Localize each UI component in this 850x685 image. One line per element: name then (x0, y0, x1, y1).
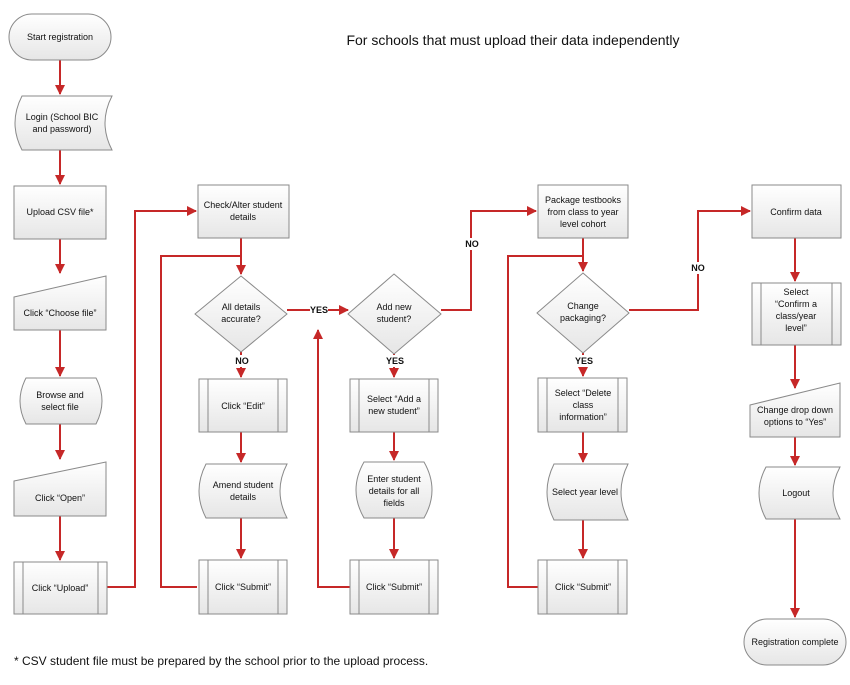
svg-text:Select year level: Select year level (552, 487, 618, 497)
svg-text:from class to year: from class to year (547, 207, 618, 217)
svg-text:Amend student: Amend student (213, 480, 274, 490)
svg-text:student?: student? (377, 314, 412, 324)
process-confirm-data: Confirm data (751, 184, 842, 239)
terminal-start-registration: Start registration (8, 13, 112, 61)
svg-text:details: details (230, 212, 257, 222)
svg-text:information”: information” (559, 412, 607, 422)
svg-text:All details: All details (222, 302, 261, 312)
no-label-change: NO (691, 263, 705, 273)
svg-text:Confirm data: Confirm data (770, 207, 822, 217)
svg-text:Change: Change (567, 301, 599, 311)
svg-text:Registration complete: Registration complete (751, 637, 838, 647)
svg-text:accurate?: accurate? (221, 314, 261, 324)
svg-text:Select: Select (783, 287, 809, 297)
manual-input-change-dropdown: Change drop down options to “Yes” (749, 382, 841, 438)
svg-text:class: class (573, 400, 594, 410)
arrow-submit-loop-3 (313, 329, 350, 588)
manual-input-open: Click “Open” (13, 461, 107, 517)
svg-text:Browse and: Browse and (36, 390, 84, 400)
yes-label-accurate: YES (310, 305, 328, 315)
predefined-process-select-confirm: Select “Confirm a class/year level” (751, 282, 842, 346)
svg-text:Click “Upload”: Click “Upload” (32, 583, 89, 593)
svg-text:Click “Submit”: Click “Submit” (215, 582, 271, 592)
display-browse-select: Browse and select file (19, 377, 103, 425)
svg-text:and password): and password) (32, 124, 91, 134)
predefined-process-submit-4: Click “Submit” (537, 559, 628, 615)
svg-text:Add new: Add new (376, 302, 412, 312)
process-check-alter-details: Check/Alter student details (197, 184, 290, 239)
svg-text:select file: select file (41, 402, 79, 412)
page-title: For schools that must upload their data … (346, 32, 679, 48)
svg-text:Change drop down: Change drop down (757, 405, 833, 415)
predefined-process-select-delete: Select “Delete class information” (537, 377, 628, 433)
manual-input-choose-file: Click “Choose file” (13, 275, 107, 331)
stored-data-logout: Logout (758, 466, 841, 520)
display-enter-details: Enter student details for all fields (355, 461, 433, 519)
yes-label-add-new: YES (386, 356, 404, 366)
predefined-process-select-add: Select “Add a new student” (349, 378, 439, 433)
svg-text:Select “Delete: Select “Delete (555, 388, 612, 398)
svg-text:level cohort: level cohort (560, 219, 607, 229)
svg-text:packaging?: packaging? (560, 313, 606, 323)
no-label-add-new: NO (465, 239, 479, 249)
svg-text:fields: fields (383, 498, 405, 508)
svg-text:details for all: details for all (369, 486, 420, 496)
svg-text:Click “Open”: Click “Open” (35, 493, 85, 503)
predefined-process-submit-2: Click “Submit” (198, 559, 288, 615)
svg-text:Click “Submit”: Click “Submit” (555, 582, 611, 592)
arrow-change-confirm (629, 206, 751, 311)
yes-label-change: YES (575, 356, 593, 366)
svg-text:Start registration: Start registration (27, 32, 93, 42)
no-label-accurate: NO (235, 356, 249, 366)
terminal-registration-complete: Registration complete (743, 618, 847, 666)
svg-text:Login (School BIC: Login (School BIC (26, 112, 99, 122)
arrow-submit-loop-4 (507, 255, 583, 588)
footnote: * CSV student file must be prepared by t… (14, 654, 428, 668)
svg-text:options to “Yes”: options to “Yes” (764, 417, 826, 427)
connectors (55, 60, 800, 618)
decision-change-packaging: Change packaging? (536, 272, 630, 354)
arrow-upload-check (107, 206, 197, 588)
branch-labels: YES NO YES NO YES NO (232, 238, 707, 367)
svg-text:new student”: new student” (368, 406, 420, 416)
decision-all-details-accurate: All details accurate? (194, 275, 288, 353)
svg-text:level”: level” (785, 323, 807, 333)
svg-text:Logout: Logout (782, 488, 810, 498)
svg-text:Check/Alter student: Check/Alter student (204, 200, 283, 210)
svg-text:Click “Choose file”: Click “Choose file” (23, 308, 96, 318)
svg-text:Click “Edit”: Click “Edit” (221, 401, 265, 411)
predefined-process-edit: Click “Edit” (198, 378, 288, 433)
svg-text:class/year: class/year (776, 311, 817, 321)
stored-data-select-year: Select year level (546, 463, 629, 521)
svg-text:Select “Add a: Select “Add a (367, 394, 421, 404)
stored-data-login: Login (School BIC and password) (14, 95, 113, 151)
stored-data-amend-details: Amend student details (198, 463, 288, 519)
process-upload-csv: Upload CSV file* (13, 185, 107, 240)
svg-text:Enter student: Enter student (367, 474, 421, 484)
arrow-submit-loop-2 (160, 255, 241, 588)
predefined-process-submit-3: Click “Submit” (349, 559, 439, 615)
process-package-testbooks: Package testbooks from class to year lev… (537, 184, 629, 239)
svg-text:“Confirm a: “Confirm a (775, 299, 817, 309)
predefined-process-upload: Click “Upload” (13, 561, 108, 615)
svg-text:Click “Submit”: Click “Submit” (366, 582, 422, 592)
svg-text:details: details (230, 492, 257, 502)
svg-text:Upload CSV file*: Upload CSV file* (26, 207, 94, 217)
arrow-add-new-package (441, 206, 537, 311)
svg-text:Package testbooks: Package testbooks (545, 195, 622, 205)
decision-add-new-student: Add new student? (347, 273, 442, 355)
